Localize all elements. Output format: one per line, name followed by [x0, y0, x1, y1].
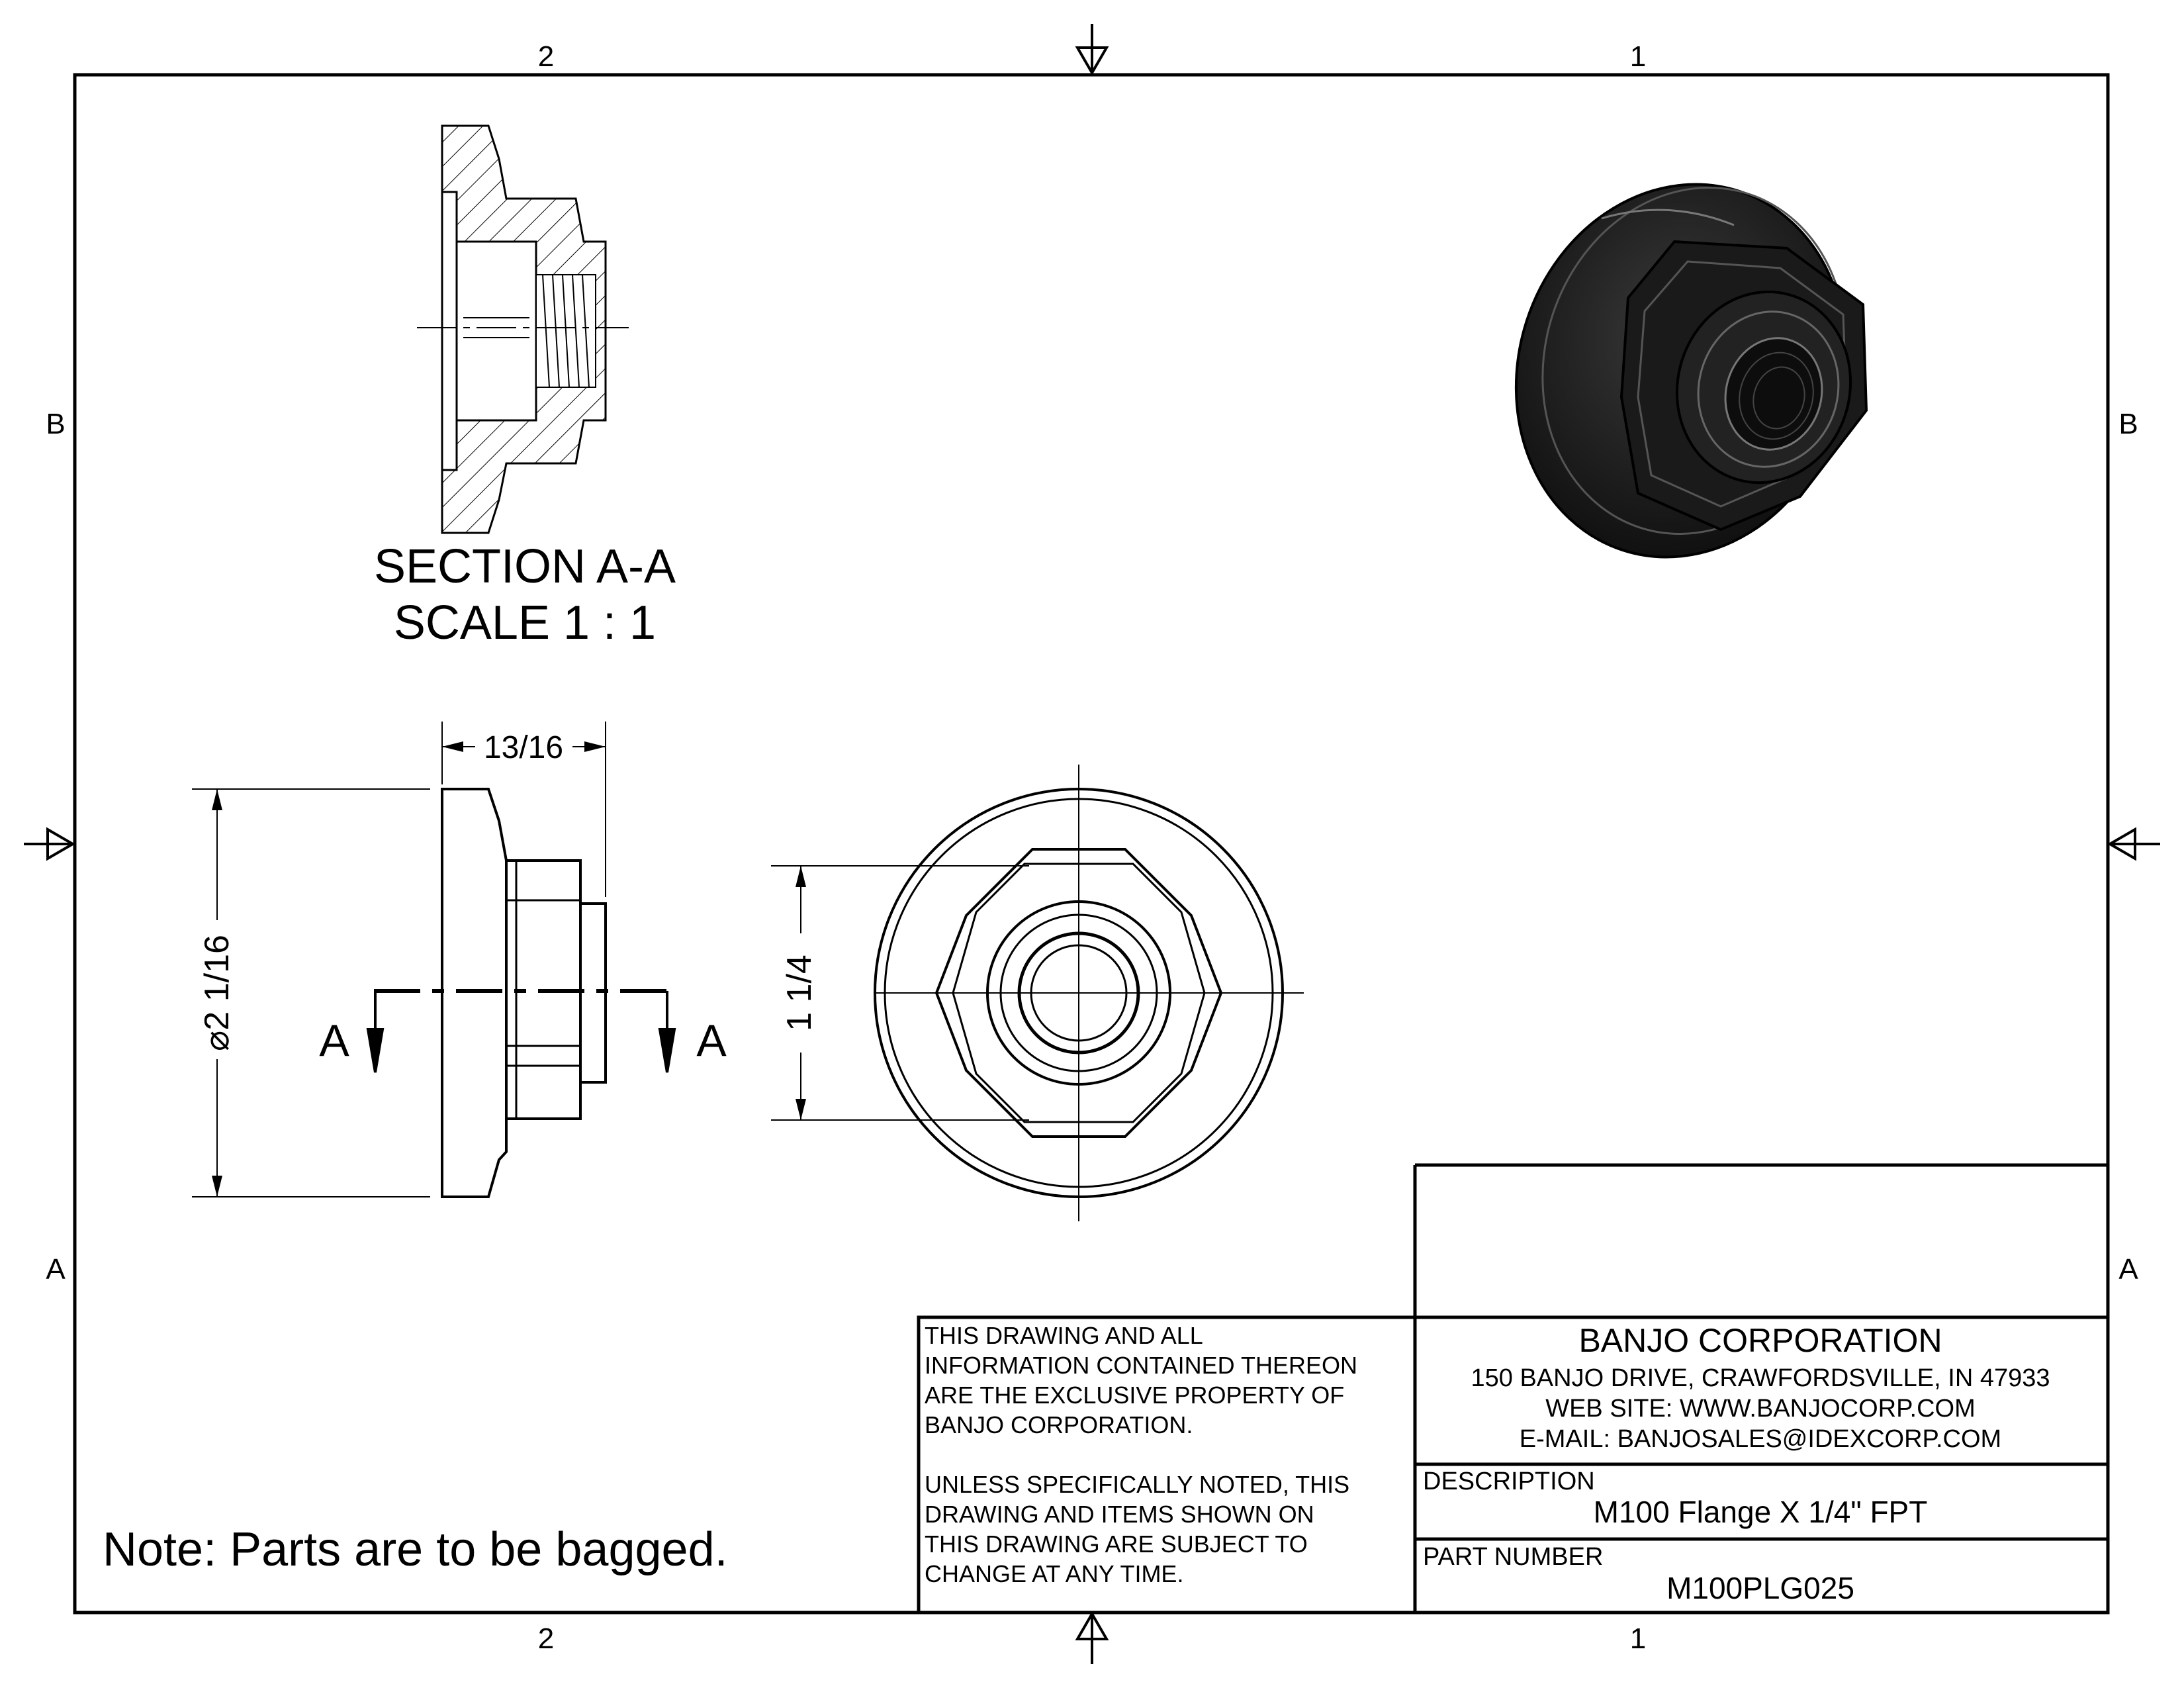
- bagging-note: Note: Parts are to be bagged.: [103, 1523, 728, 1576]
- zone-left-b: B: [46, 408, 65, 440]
- title-block: [917, 1163, 2110, 1615]
- centering-mark-top: [1075, 24, 1109, 75]
- zone-bottom-2: 2: [538, 1622, 554, 1655]
- iso-bore: [1724, 337, 1823, 451]
- company-email: E-MAIL: BANJOSALES@IDEXCORP.COM: [1520, 1425, 2001, 1453]
- length-dimension: 13/16: [484, 730, 563, 765]
- description-label: DESCRIPTION: [1423, 1468, 1595, 1495]
- side-view: [192, 722, 676, 1198]
- front-view: [771, 765, 1304, 1221]
- company-address: 150 BANJO DRIVE, CRAWFORDSVILLE, IN 4793…: [1471, 1364, 2050, 1392]
- centering-mark-right: [2107, 827, 2160, 861]
- cut-arrow-left: [366, 1028, 385, 1073]
- svg-text:ARE THE EXCLUSIVE PROPERTY OF: ARE THE EXCLUSIVE PROPERTY OF: [925, 1382, 1344, 1409]
- cut-label-right: A: [696, 1015, 727, 1066]
- section-bore: [455, 240, 537, 422]
- svg-text:BANJO CORPORATION.: BANJO CORPORATION.: [925, 1411, 1193, 1438]
- isometric-render: [1514, 183, 1868, 559]
- svg-text:INFORMATION CONTAINED THEREON: INFORMATION CONTAINED THEREON: [925, 1352, 1357, 1379]
- svg-text:THIS DRAWING ARE SUBJECT TO: THIS DRAWING ARE SUBJECT TO: [925, 1530, 1308, 1558]
- company-web: WEB SITE: WWW.BANJOCORP.COM: [1545, 1395, 1976, 1423]
- zone-bottom-1: 1: [1630, 1622, 1646, 1655]
- section-title: SECTION A-A: [374, 540, 676, 593]
- section-face: [441, 191, 458, 471]
- side-flange: [441, 788, 508, 1198]
- company-name: BANJO CORPORATION: [1578, 1322, 1942, 1359]
- diameter-dimension: ⌀2 1/16: [198, 935, 236, 1051]
- svg-text:DRAWING AND ITEMS SHOWN ON: DRAWING AND ITEMS SHOWN ON: [925, 1501, 1314, 1528]
- part-number-value: M100PLG025: [1666, 1571, 1854, 1605]
- zone-top-1: 1: [1630, 40, 1646, 73]
- part-number-label: PART NUMBER: [1423, 1543, 1603, 1571]
- hex-dimension: 1 1/4: [780, 955, 819, 1031]
- section-scale: SCALE 1 : 1: [394, 596, 656, 649]
- svg-text:THIS DRAWING AND ALL: THIS DRAWING AND ALL: [925, 1322, 1203, 1349]
- ownership-notice: THIS DRAWING AND ALL INFORMATION CONTAIN…: [925, 1322, 1357, 1587]
- front-hex: [934, 848, 1223, 1138]
- description-value: M100 Flange X 1/4" FPT: [1594, 1495, 1928, 1529]
- zone-top-2: 2: [538, 40, 554, 73]
- zone-right-a: A: [2118, 1253, 2138, 1286]
- svg-text:UNLESS SPECIFICALLY NOTED, THI: UNLESS SPECIFICALLY NOTED, THIS: [925, 1471, 1349, 1498]
- section-view: [417, 124, 629, 534]
- cut-label-left: A: [319, 1015, 349, 1066]
- cut-arrow-right: [658, 1028, 676, 1073]
- centering-mark-bottom: [1075, 1611, 1109, 1664]
- thread-lines: [542, 274, 590, 388]
- svg-text:CHANGE AT ANY TIME.: CHANGE AT ANY TIME.: [925, 1560, 1183, 1587]
- zone-left-a: A: [46, 1253, 66, 1286]
- zone-right-b: B: [2118, 408, 2138, 440]
- centering-mark-left: [24, 827, 75, 861]
